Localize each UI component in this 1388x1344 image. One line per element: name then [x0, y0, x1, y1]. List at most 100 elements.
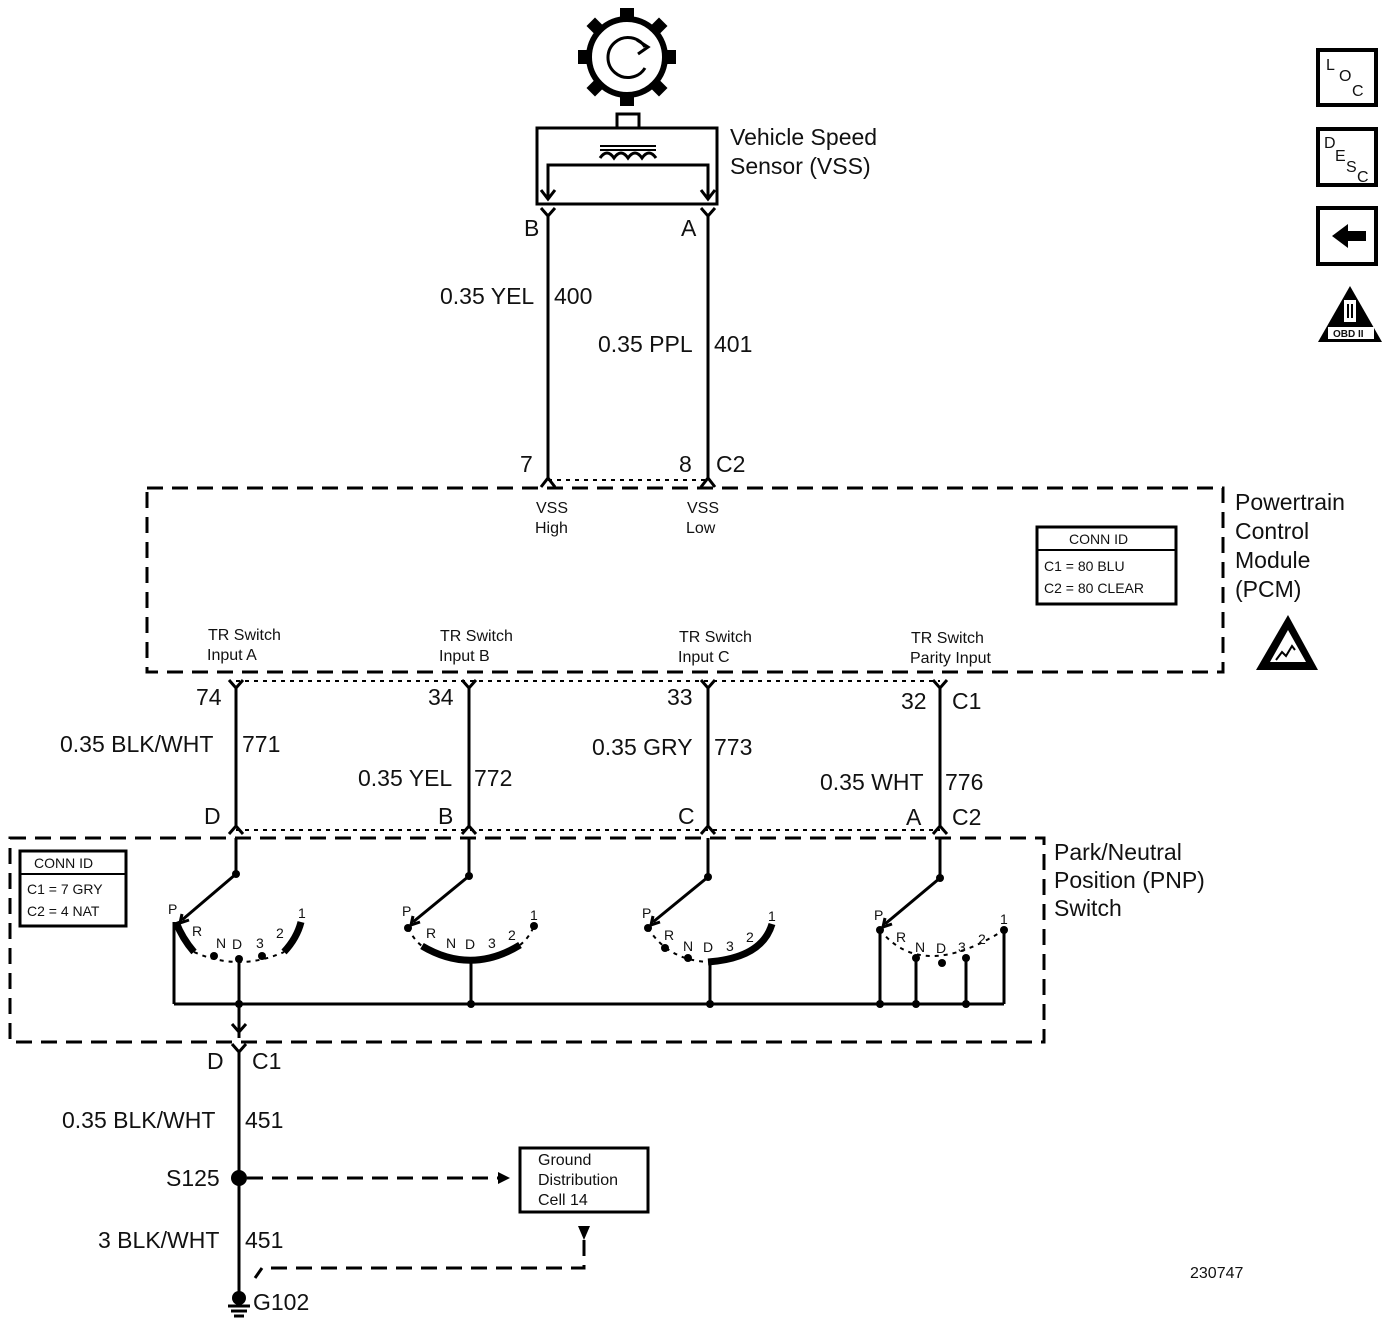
pos-p-b: P: [402, 903, 411, 919]
pos-1-a: 1: [298, 905, 306, 921]
pnp-position-labels: P R N D 3 2 1 P R N D 3 2 1 P R N D 3 2 …: [168, 901, 1008, 956]
cell-ref-arrow: [498, 1172, 510, 1184]
pos-r-a: R: [192, 923, 202, 939]
pos-d-a: D: [232, 936, 242, 952]
svg-text:L: L: [1326, 57, 1335, 74]
pnp-output-arrow: [230, 1023, 248, 1035]
pnp-c1-connector: [230, 1043, 248, 1055]
pnp-pin-a: A: [906, 804, 922, 830]
vss-pin-b: B: [524, 215, 539, 241]
ground-icon: [228, 1291, 250, 1318]
pcm-title-1: Powertrain: [1235, 489, 1345, 515]
pos-d-b: D: [465, 936, 475, 952]
svg-text:E: E: [1335, 148, 1346, 165]
pcm-c2-connector: [539, 475, 717, 488]
pos-d-c: D: [703, 939, 713, 955]
pcm-conn-id-header: CONN ID: [1069, 531, 1128, 547]
wire-400-num: 400: [554, 283, 592, 309]
pos-d-p: D: [936, 940, 946, 956]
pos-2-p: 2: [978, 931, 986, 947]
wire-772-num: 772: [474, 765, 512, 791]
wire-773-spec: 0.35 GRY: [592, 734, 693, 760]
svg-text:OBD II: OBD II: [1333, 329, 1364, 340]
svg-text:D: D: [1324, 135, 1336, 152]
vss-low-label-2: Low: [686, 520, 716, 537]
pos-n-a: N: [216, 935, 226, 951]
pos-p-a: P: [168, 901, 177, 917]
vss-pin-a: A: [681, 215, 697, 241]
gd-label-3: Cell 14: [538, 1192, 588, 1209]
wire-451b-num: 451: [245, 1227, 283, 1253]
wire-401-spec: 0.35 PPL: [598, 331, 693, 357]
gd-label-2: Distribution: [538, 1172, 618, 1189]
pos-1-p: 1: [1000, 911, 1008, 927]
obd-ii-icon[interactable]: OBD II: [1318, 286, 1382, 342]
pcm-pin-8: 8: [679, 451, 692, 477]
tr-parity-label-2: Parity Input: [910, 650, 991, 667]
pcm-box: [145, 486, 1225, 674]
pnp-conn-id-c2: C2 = 4 NAT: [27, 903, 100, 919]
wire-773-num: 773: [714, 734, 752, 760]
pcm-conn-c2: C2: [716, 451, 745, 477]
tr-input-a-label-2: Input A: [207, 647, 257, 664]
pcm-pin-7: 7: [520, 451, 533, 477]
pnp-conn-id-header: CONN ID: [34, 855, 93, 871]
pos-r-p: R: [896, 929, 906, 945]
pcm-pin-32: 32: [901, 688, 927, 714]
pnp-out-conn-c1: C1: [252, 1048, 281, 1074]
vss-title-2: Sensor (VSS): [730, 153, 871, 179]
pcm-title-3: Module: [1235, 547, 1310, 573]
back-arrow-icon[interactable]: [1316, 206, 1378, 266]
pos-3-b: 3: [488, 935, 496, 951]
svg-text:S: S: [1346, 159, 1357, 176]
pos-2-a: 2: [276, 925, 284, 941]
pos-n-c: N: [683, 938, 693, 954]
pos-n-b: N: [446, 935, 456, 951]
pcm-conn-c1: C1: [952, 688, 981, 714]
vss-high-label-1: VSS: [536, 500, 568, 517]
tr-input-c-label-2: Input C: [678, 649, 730, 666]
pos-n-p: N: [915, 939, 925, 955]
gd-label-1: Ground: [538, 1152, 591, 1169]
pnp-switch-contacts: [172, 838, 1008, 1038]
vss-title-1: Vehicle Speed: [730, 124, 877, 150]
wire-776-spec: 0.35 WHT: [820, 769, 924, 795]
vss-reluctor-icon: [578, 8, 676, 106]
pos-1-b: 1: [530, 907, 538, 923]
pcm-pin-74: 74: [196, 684, 222, 710]
tr-parity-label-1: TR Switch: [911, 630, 984, 647]
wire-451-spec: 0.35 BLK/WHT: [62, 1107, 215, 1133]
pcm-pin-34: 34: [428, 684, 454, 710]
vss-high-label-2: High: [535, 520, 568, 537]
pos-r-b: R: [426, 925, 436, 941]
vss-sensor-body: [535, 112, 719, 206]
tr-input-b-label-1: TR Switch: [440, 628, 513, 645]
esd-warning-icon: [1256, 615, 1318, 670]
wire-400-spec: 0.35 YEL: [440, 283, 534, 309]
pos-3-c: 3: [726, 938, 734, 954]
pcm-title-2: Control: [1235, 518, 1309, 544]
pnp-conn-c2: C2: [952, 804, 981, 830]
figure-id: 230747: [1190, 1265, 1243, 1282]
wire-776-num: 776: [945, 769, 983, 795]
wire-401-num: 401: [714, 331, 752, 357]
pcm-pin-33: 33: [667, 684, 693, 710]
svg-text:C: C: [1357, 169, 1369, 186]
pnp-pin-c: C: [678, 803, 695, 829]
tr-input-a-label-1: TR Switch: [208, 627, 281, 644]
pnp-title-1: Park/Neutral: [1054, 839, 1182, 865]
pcm-conn-id-c1: C1 = 80 BLU: [1044, 558, 1125, 574]
wire-772-spec: 0.35 YEL: [358, 765, 452, 791]
splice-s125-label: S125: [166, 1165, 220, 1191]
ground-g102-label: G102: [253, 1289, 309, 1315]
wire-451-num: 451: [245, 1107, 283, 1133]
pnp-pin-d: D: [204, 803, 221, 829]
tr-input-c-label-1: TR Switch: [679, 629, 752, 646]
pnp-conn-id-c1: C1 = 7 GRY: [27, 881, 103, 897]
pos-p-c: P: [642, 905, 651, 921]
desc-icon[interactable]: D E S C: [1316, 127, 1378, 187]
pos-2-c: 2: [746, 929, 754, 945]
loc-icon[interactable]: L O C: [1316, 48, 1378, 107]
pnp-out-pin-d: D: [207, 1048, 224, 1074]
